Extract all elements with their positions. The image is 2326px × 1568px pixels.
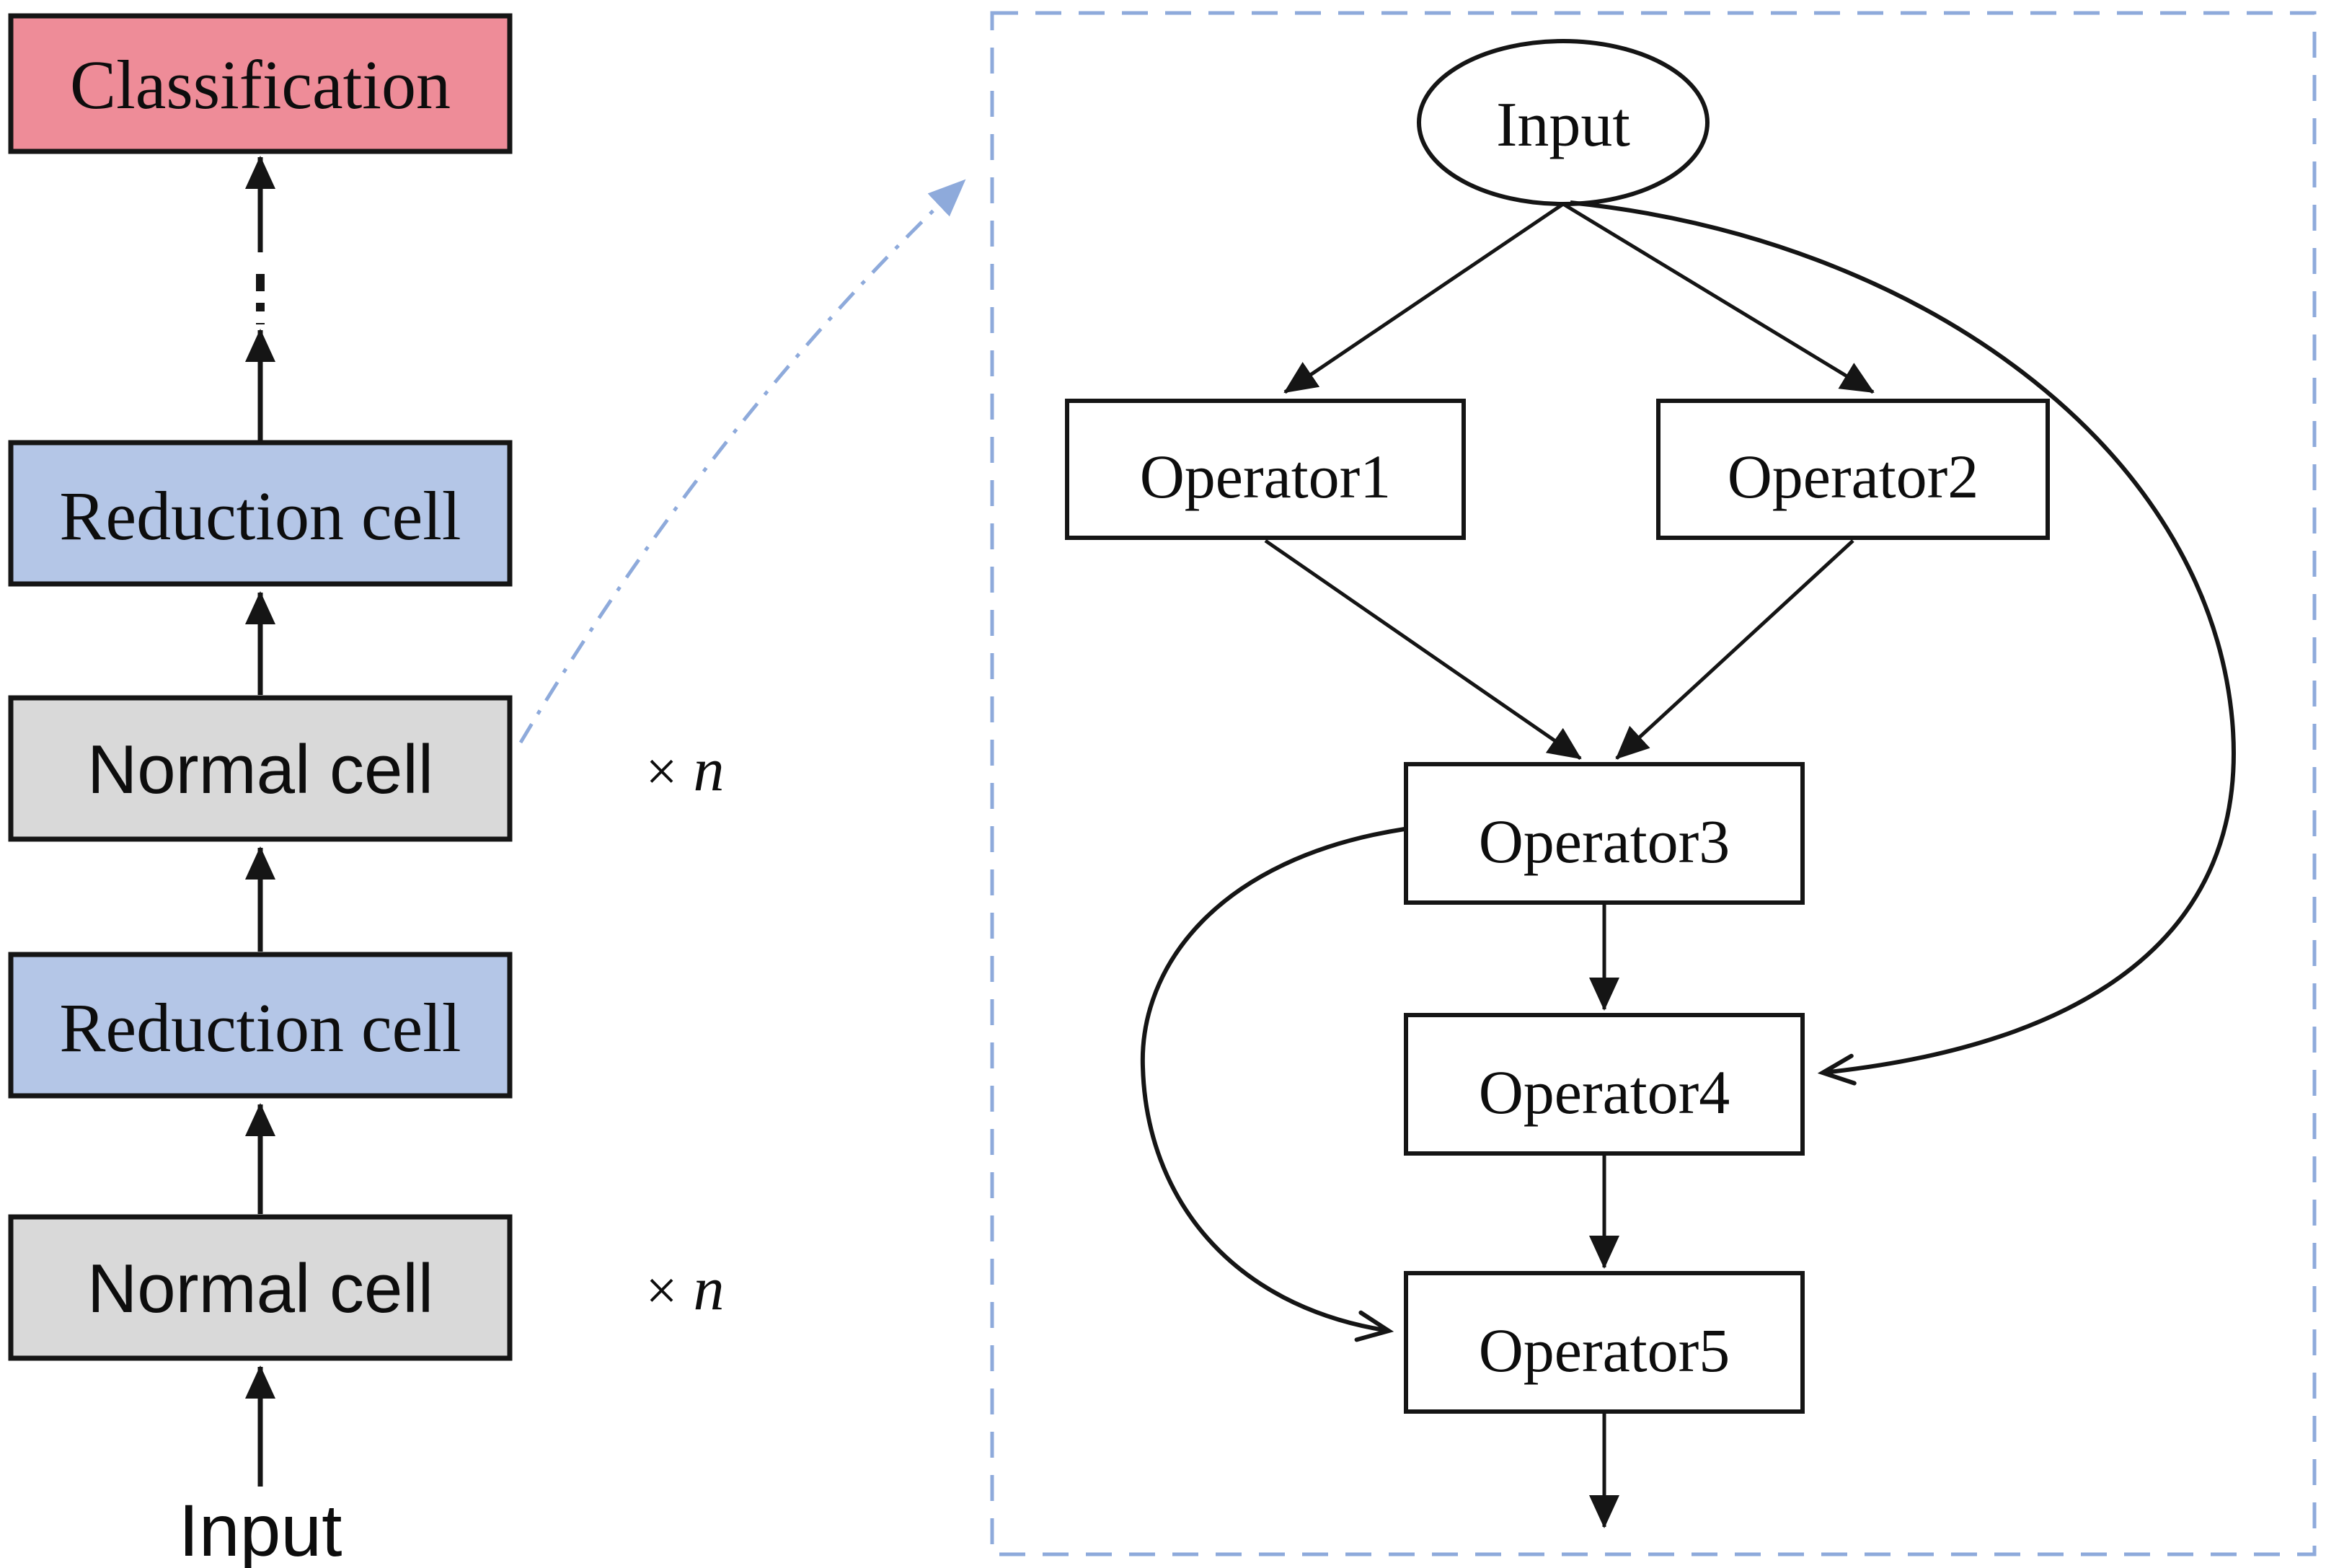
normal-cell-2-box: Normal cell — [8, 1214, 513, 1361]
cell-detail-panel-border — [990, 11, 2317, 1556]
operator4-rect — [1404, 1013, 1805, 1156]
times-symbol: × — [646, 1259, 678, 1321]
operator1-box: Operator1 — [1065, 399, 1466, 540]
reduction-cell-2-box: Reduction cell — [8, 952, 513, 1099]
times-symbol: × — [646, 740, 678, 802]
n-symbol: n — [694, 735, 725, 804]
reduction-cell-1-rect — [8, 440, 513, 587]
reduction-cell-1-box: Reduction cell — [8, 440, 513, 587]
classification-box: Classification — [8, 13, 513, 154]
pipeline-input-label: Input — [179, 1489, 342, 1568]
reduction-cell-1-label: Reduction cell — [59, 477, 461, 554]
normal-cell-2-rect — [8, 1214, 513, 1361]
n-symbol: n — [694, 1254, 725, 1323]
detail-input-node: Input — [1417, 39, 1710, 206]
classification-label: Classification — [70, 46, 451, 123]
arrow-input-to-operator1 — [1283, 202, 1565, 394]
operator5-label: Operator5 — [1479, 1316, 1730, 1385]
normal-cell-1-rect — [8, 695, 513, 842]
normal-cell-1-box: Normal cell — [8, 695, 513, 842]
operator2-box: Operator2 — [1656, 399, 2050, 540]
reduction-cell-2-label: Reduction cell — [59, 989, 461, 1066]
operator2-rect — [1656, 399, 2050, 540]
operator5-box: Operator5 — [1404, 1271, 1805, 1414]
normal-cell-1-label: Normal cell — [87, 731, 433, 808]
operator3-label: Operator3 — [1479, 807, 1730, 876]
operator3-rect — [1404, 762, 1805, 905]
multiplier-label-1: ×n — [646, 735, 725, 804]
classification-rect — [8, 13, 513, 154]
multiplier-label-2: ×n — [646, 1254, 725, 1323]
operator4-label: Operator4 — [1479, 1058, 1730, 1127]
skip-curve-input-to-operator4 — [1570, 200, 2236, 1086]
operator5-rect — [1404, 1271, 1805, 1414]
expand-arrow — [518, 179, 966, 744]
operator1-rect — [1065, 399, 1466, 540]
operator3-box: Operator3 — [1404, 762, 1805, 905]
skip-curve-operator3-to-operator5 — [1140, 827, 1405, 1342]
arrow-operator2-to-operator3 — [1615, 539, 1854, 760]
detail-input-label: Input — [1496, 90, 1630, 160]
normal-cell-2-label: Normal cell — [87, 1250, 433, 1327]
arrow-operator1-to-operator3 — [1264, 539, 1582, 761]
operator1-label: Operator1 — [1140, 442, 1392, 511]
reduction-cell-2-rect — [8, 952, 513, 1099]
operator2-label: Operator2 — [1728, 442, 1979, 511]
arrow-input-to-operator2 — [1562, 202, 1875, 394]
operator4-box: Operator4 — [1404, 1013, 1805, 1156]
